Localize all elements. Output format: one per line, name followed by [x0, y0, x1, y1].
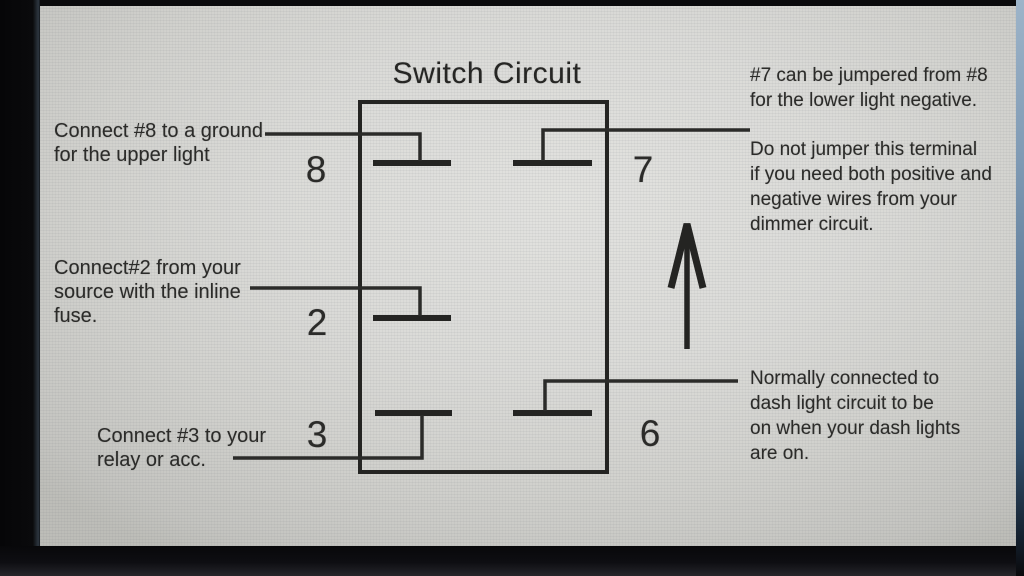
monitor-bezel-left: [0, 0, 40, 576]
terminal-6-label: 6: [639, 413, 661, 454]
terminal-2-wire: [250, 286, 422, 316]
terminal-8-wire: [265, 132, 422, 161]
diagram-panel: [40, 6, 1016, 546]
monitor-bezel-bottom: [0, 546, 1024, 576]
terminal-3-wire: [233, 415, 424, 460]
note-terminal-7-warning: Do not jumper this terminal if you need …: [750, 139, 992, 235]
terminal-6-wire: [543, 379, 738, 411]
screen-texture: [40, 6, 1016, 546]
note-terminal-7-jumper: #7 can be jumpered from #8 for the lower…: [750, 65, 988, 111]
terminal-7-label: 7: [632, 149, 654, 190]
note-terminal-8: Connect #8 to a ground for the upper lig…: [54, 120, 264, 166]
terminal-8-label: 8: [305, 149, 327, 190]
note-terminal-3: Connect #3 to your relay or acc.: [97, 425, 266, 471]
note-terminal-2: Connect#2 from your source with the inli…: [54, 257, 241, 327]
note-terminal-6: Normally connected to dash light circuit…: [750, 368, 961, 464]
up-arrow-icon: [667, 223, 707, 349]
monitor-bezel-top: [0, 0, 1024, 6]
terminal-2-label: 2: [306, 302, 328, 343]
diagram-title: Switch Circuit: [392, 57, 582, 90]
monitor-bezel-right: [1016, 0, 1024, 576]
terminal-3-label: 3: [306, 414, 328, 455]
terminal-7-wire: [541, 128, 750, 161]
